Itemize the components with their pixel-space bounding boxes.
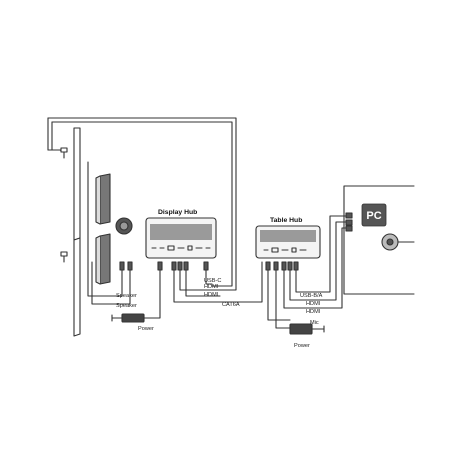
power-cable-table	[275, 261, 291, 329]
power-plug-table	[311, 325, 325, 333]
cable-label-mic: Mic	[310, 320, 319, 326]
plug-4	[171, 261, 177, 271]
table-hub-ports	[263, 247, 307, 253]
pc-port-1	[345, 212, 353, 219]
display-hub-ports	[151, 245, 211, 251]
cable-label-usb-b-a: USB-B/A	[300, 293, 323, 299]
power-brick-table	[289, 323, 313, 335]
screen-panel-bottom	[73, 237, 81, 337]
display-left-edge	[47, 117, 53, 151]
power-plug-display	[111, 314, 123, 322]
speaker-cable-2	[91, 261, 131, 305]
camera-lens-inner	[119, 221, 129, 231]
hdmi-table-cable-2	[283, 227, 347, 309]
speaker-bottom-face	[95, 235, 101, 285]
power-brick-display	[121, 313, 145, 323]
plug-6	[183, 261, 189, 271]
cable-label-hdmi-display-2: HDMI	[204, 292, 219, 298]
mic-cable	[267, 261, 291, 321]
cable-label-power-table: Power	[294, 343, 310, 349]
speaker-top-face	[95, 175, 101, 225]
pc-badge	[361, 203, 387, 227]
plug-1	[119, 261, 125, 271]
plug-7	[203, 261, 209, 271]
plug-5	[177, 261, 183, 271]
speaker-top	[99, 173, 111, 225]
display-hub-title: Display Hub	[158, 209, 197, 216]
power-cable-display	[143, 267, 161, 319]
display-frame	[47, 117, 237, 291]
hdmi-table-cable	[289, 221, 347, 301]
plug-2	[127, 261, 133, 271]
screen-panel-top	[73, 127, 81, 241]
plug-t2	[273, 261, 279, 271]
display-frame-inner	[51, 121, 233, 287]
cable-label-hdmi-table-1: HDMI	[306, 301, 321, 307]
cable-label-hdmi-display-1: HDMI	[204, 284, 219, 290]
pc-power-knob-center	[386, 238, 394, 246]
plug-t3	[281, 261, 287, 271]
usb-b-a-cable	[295, 215, 347, 293]
pc-label: PC	[366, 210, 381, 222]
plug-t1	[265, 261, 271, 271]
display-hub-vent	[150, 224, 212, 240]
cable-label-usb-c: USB-C	[204, 278, 221, 284]
pc-enclosure	[343, 185, 415, 295]
cable-label-speaker-1: Speaker	[116, 293, 137, 299]
cable-label-speaker-2: Speaker	[116, 303, 137, 309]
cable-label-power-display: Power	[138, 326, 154, 332]
plug-t5	[293, 261, 299, 271]
plug-t4	[287, 261, 293, 271]
pc-port-2	[345, 219, 353, 226]
table-hub-vent	[260, 230, 316, 242]
plug-3	[157, 261, 163, 271]
cable-label-hdmi-table-2: HDMI	[306, 309, 321, 315]
speaker-cable-1	[87, 161, 123, 297]
camera-connector-2	[60, 251, 68, 257]
cat6a-cable	[173, 261, 263, 303]
hdmi-display-cable	[179, 261, 221, 291]
speaker-bottom	[99, 233, 111, 285]
table-hub-title: Table Hub	[270, 217, 302, 224]
pc-port-3	[345, 225, 353, 232]
hdmi-display-cable-2	[185, 261, 221, 297]
camera-connector	[60, 147, 68, 153]
cable-label-cat6a: CAT6A	[222, 302, 240, 308]
